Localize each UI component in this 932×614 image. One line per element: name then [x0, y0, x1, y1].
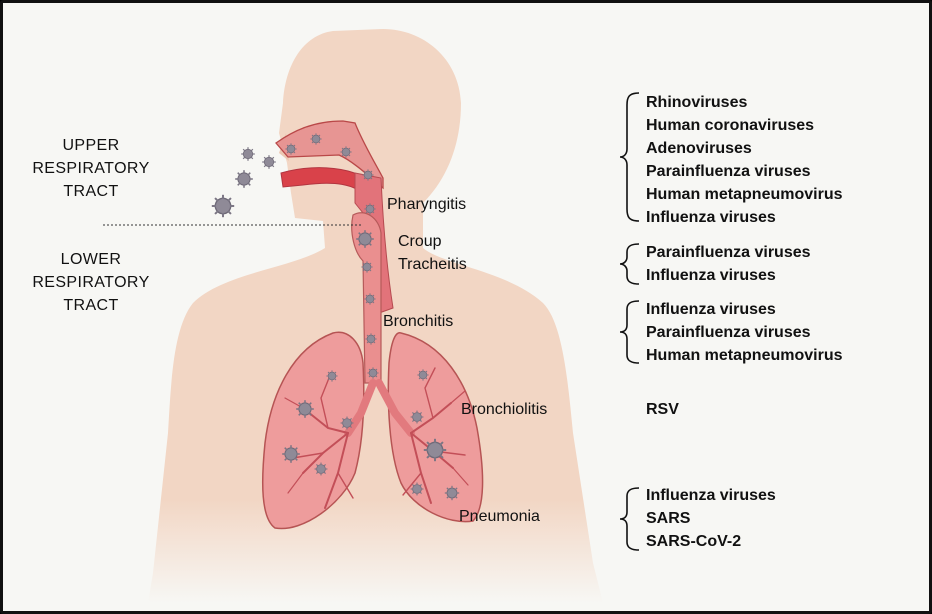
virus-name: Rhinoviruses: [646, 94, 748, 111]
virus-list-pneumonia: Influenza viruses SARS SARS-CoV-2: [646, 484, 776, 553]
respiratory-illustration: [103, 29, 640, 603]
virus-name: Influenza viruses: [646, 301, 776, 318]
bronchial-tree: [284, 367, 469, 509]
bracket-pneumonia: [619, 487, 640, 551]
virus-name: Influenza viruses: [646, 487, 776, 504]
nasal-cavity: [275, 120, 384, 199]
virus-list-croup: Parainfluenza viruses Influenza viruses: [646, 241, 811, 287]
bracket-bronchitis: [619, 300, 640, 364]
bracket-upper: [619, 92, 640, 222]
disease-bronchiolitis: Bronchiolitis: [461, 401, 548, 418]
virus-list-bronchiolitis: RSV: [646, 398, 679, 421]
upper-tract-label: UPPER RESPIRATORY TRACT: [16, 134, 166, 203]
region-label-line: RESPIRATORY: [32, 160, 150, 177]
region-label-line: TRACT: [63, 297, 119, 314]
virus-name: RSV: [646, 401, 679, 418]
virus-brackets: [619, 92, 640, 551]
virus-name: Human metapneumovirus: [646, 186, 843, 203]
disease-tracheitis: Tracheitis: [398, 256, 467, 273]
lower-tract-label: LOWER RESPIRATORY TRACT: [16, 248, 166, 317]
region-label-line: LOWER: [60, 251, 122, 268]
virus-name: Human coronaviruses: [646, 117, 815, 134]
virus-list-bronchitis: Influenza viruses Parainfluenza viruses …: [646, 298, 842, 367]
virus-name: SARS: [646, 510, 691, 527]
virus-name: Influenza viruses: [646, 209, 776, 226]
virus-list-upper: Rhinoviruses Human coronaviruses Adenovi…: [646, 91, 842, 229]
disease-bronchitis: Bronchitis: [383, 313, 454, 330]
virus-name: Adenoviruses: [646, 140, 752, 157]
virus-name: Parainfluenza viruses: [646, 324, 811, 341]
virus-name: Parainfluenza viruses: [646, 244, 811, 261]
virus-name: SARS-CoV-2: [646, 533, 742, 550]
left-lung: [262, 331, 365, 530]
bracket-croup: [619, 243, 640, 285]
virus-name: Influenza viruses: [646, 267, 776, 284]
virus-name: Parainfluenza viruses: [646, 163, 811, 180]
disease-pharyngitis: Pharyngitis: [387, 196, 467, 213]
region-label-line: UPPER: [62, 137, 120, 154]
region-label-line: RESPIRATORY: [32, 274, 150, 291]
virus-name: Human metapneumovirus: [646, 347, 843, 364]
region-label-line: TRACT: [63, 183, 119, 200]
disease-croup: Croup: [398, 233, 442, 250]
disease-pneumonia: Pneumonia: [459, 508, 540, 525]
